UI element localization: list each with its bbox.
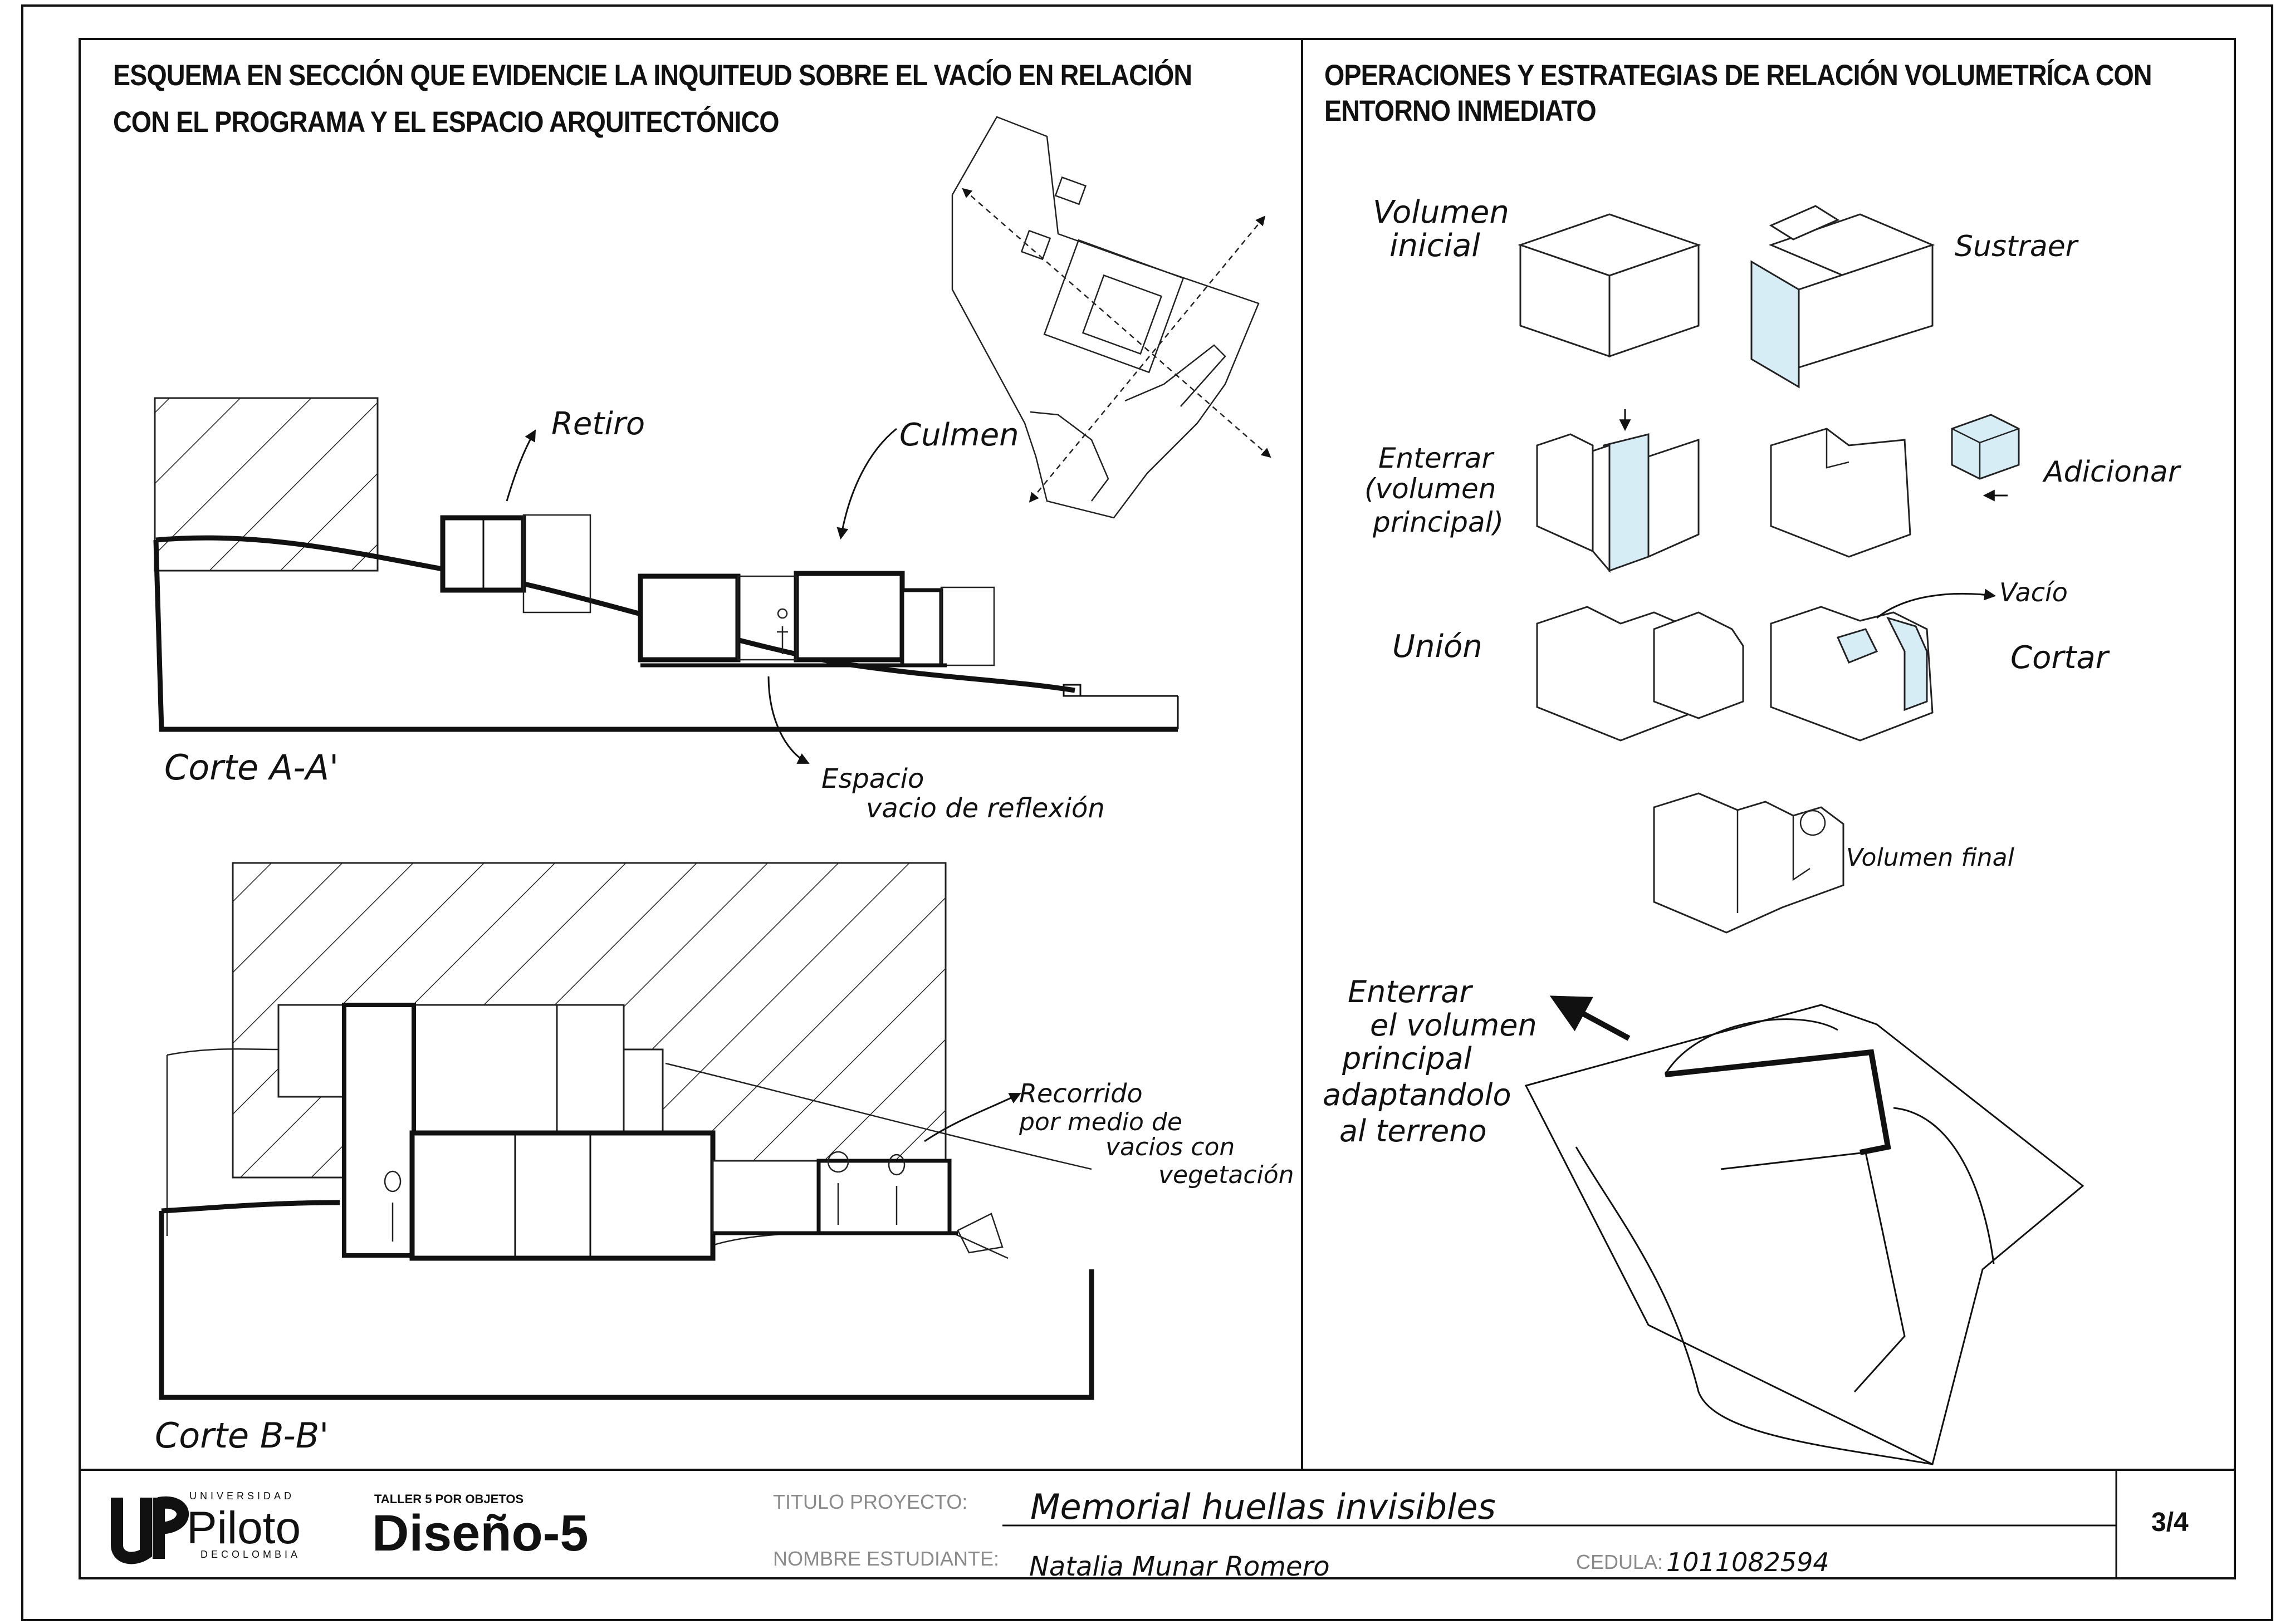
site-massing-sketch: Enterrar el volumen principal adaptandol…	[1323, 974, 2084, 1466]
outer-frame	[21, 4, 2273, 1621]
sheet-number: 3/4	[2151, 1508, 2189, 1537]
label-vacio: Vacío	[1999, 577, 2068, 607]
block-union	[1536, 606, 1744, 742]
annotation-retiro: Retiro	[551, 406, 645, 442]
block-volumen-final	[1653, 792, 1844, 934]
block-enterrar	[1536, 433, 1700, 573]
label-volumen-paren: (volumen	[1364, 473, 1496, 505]
annotation-vegetacion: vegetación	[1158, 1161, 1294, 1189]
site-plan-sketch	[951, 116, 1271, 519]
label-volumen: Volumen	[1373, 194, 1509, 230]
section-a-hatch	[154, 397, 379, 572]
site-note-line4: adaptandolo	[1323, 1077, 1511, 1112]
logo-university-sub: DECOLOMBIA	[200, 1549, 301, 1560]
university-logo: UNIVERSIDAD Piloto DECOLOMBIA	[111, 1490, 301, 1564]
label-principal: principal)	[1372, 506, 1504, 538]
id-value: 1011082594	[1666, 1547, 1829, 1577]
label-sustraer: Sustraer	[1955, 230, 2079, 263]
student-label: NOMBRE ESTUDIANTE:	[773, 1547, 999, 1570]
site-note-line5: al terreno	[1339, 1113, 1487, 1149]
left-panel-title-line2: CON EL PROGRAMA Y EL ESPACIO ARQUITECTÓN…	[113, 106, 780, 139]
right-panel-title-line1: OPERACIONES Y ESTRATEGIAS DE RELACIÓN VO…	[1324, 59, 2152, 92]
project-value: Memorial huellas invisibles	[1030, 1486, 1496, 1527]
label-enterrar: Enterrar	[1378, 442, 1495, 474]
label-volumen-final: Volumen final	[1846, 843, 2015, 872]
section-a: Retiro Culmen Espacio vacio de reflexión…	[153, 397, 1179, 824]
section-b-ground	[159, 1211, 1094, 1400]
block-cortar	[1770, 606, 1934, 742]
right-panel-title-line2: ENTORNO INMEDIATO	[1324, 95, 1597, 127]
block-sustraer	[1750, 205, 1935, 389]
section-b: Recorrido por medio de vacios con vegeta…	[155, 862, 1294, 1456]
section-a-ground	[153, 539, 1178, 732]
block-volumen-inicial	[1518, 213, 1701, 358]
id-label: CEDULA:	[1576, 1551, 1663, 1573]
student-value: Natalia Munar Romero	[1029, 1551, 1330, 1582]
site-note-line1: Enterrar	[1348, 974, 1473, 1009]
left-panel-title-line1: ESQUEMA EN SECCIÓN QUE EVIDENCIE LA INQU…	[113, 59, 1192, 92]
site-note-line2: el volumen	[1370, 1008, 1537, 1043]
caption-corte-a: Corte A-A'	[164, 747, 339, 788]
label-adicionar: Adicionar	[2042, 455, 2182, 489]
label-inicial: inicial	[1389, 228, 1480, 264]
annotation-culmen: Culmen	[899, 417, 1019, 453]
annotation-recorrido: Recorrido	[1019, 1078, 1143, 1108]
logo-university-small: UNIVERSIDAD	[189, 1490, 295, 1502]
section-a-terrain	[155, 535, 1075, 693]
label-union: Unión	[1392, 629, 1482, 665]
site-note-line3: principal	[1342, 1041, 1472, 1076]
logo-university-name: Piloto	[187, 1503, 301, 1553]
section-b-terrain	[161, 1200, 340, 1214]
course-name: Diseño-5	[372, 1505, 589, 1562]
annotation-por-medio: por medio de	[1019, 1108, 1182, 1136]
block-adicionar	[1770, 414, 2020, 558]
project-label: TITULO PROYECTO:	[773, 1490, 967, 1513]
annotation-vacio-reflexion: vacio de reflexión	[866, 793, 1105, 824]
annotation-vacios-con: vacios con	[1105, 1133, 1235, 1161]
title-block: UNIVERSIDAD Piloto DECOLOMBIA TALLER 5 P…	[111, 1470, 2189, 1582]
operations-diagram: Volumen inicial Sustraer Enterrar (volum…	[1364, 194, 2182, 934]
annotation-espacio: Espacio	[821, 763, 924, 794]
label-cortar: Cortar	[2010, 640, 2110, 676]
course-small: TALLER 5 POR OBJETOS	[374, 1492, 523, 1506]
caption-corte-b: Corte B-B'	[155, 1415, 329, 1456]
